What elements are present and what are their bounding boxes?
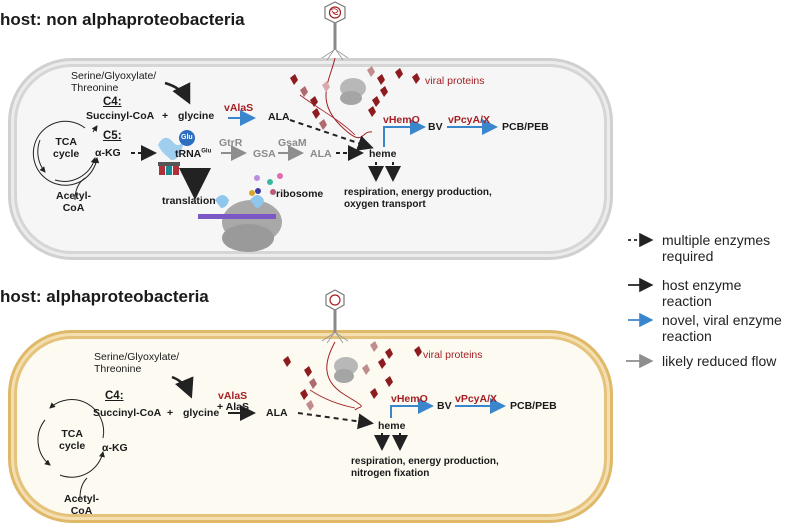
viral-protein-icon	[370, 341, 378, 352]
legend-item-viral: novel, viral enzyme reaction	[662, 312, 782, 344]
ribosome-icon	[198, 173, 283, 252]
viral-protein-icon	[412, 73, 420, 84]
enzyme-valas-label-2: vAlaS	[218, 390, 248, 402]
pathway-arrows-alpha	[37, 375, 506, 499]
enzyme-vpcya-label-2: vPcyA/X	[455, 393, 498, 405]
viral-protein-icon	[319, 119, 327, 130]
translation-label: translation	[162, 195, 216, 207]
legend-item-dashed: multiple enzymes required	[662, 232, 771, 264]
acetyl-coa-label-2: Acetyl- CoA	[64, 493, 100, 517]
enzyme-vhemo-label-2: vHemO	[391, 393, 428, 405]
viral-protein-icon	[380, 86, 388, 97]
viral-protein-icon	[414, 346, 422, 357]
panel-title-alpha: host: alphaproteobacteria	[0, 287, 209, 306]
viral-protein-icon	[322, 81, 330, 92]
viral-proteins-label-2: viral proteins	[423, 349, 483, 361]
viral-proteins-label: viral proteins	[425, 75, 485, 87]
pcb-peb-label-2: PCB/PEB	[510, 400, 557, 412]
c4-label: C4:	[103, 96, 122, 108]
enzyme-gtrr-label: GtrR	[219, 137, 243, 149]
arrow-vhemo	[383, 119, 426, 147]
viral-protein-icon	[310, 96, 318, 107]
legend-item-host: host enzyme reaction	[662, 277, 742, 309]
viral-protein-icon	[377, 74, 385, 85]
legend-arrows	[626, 232, 654, 369]
enzyme-vhemo-label: vHemO	[383, 114, 420, 126]
bv-label: BV	[428, 121, 443, 133]
ala-label-2: ALA	[266, 407, 288, 419]
viral-protein-icon	[300, 86, 308, 97]
plus-sign: +	[162, 110, 169, 122]
akg-label: α-KG	[95, 147, 121, 159]
ribosome-label: ribosome	[276, 188, 324, 200]
substrates-label-2: Serine/Glyoxylate/ Threonine	[94, 351, 180, 375]
viral-protein-icon	[306, 400, 314, 411]
bv-label-2: BV	[437, 400, 452, 412]
viral-protein-icon	[367, 66, 375, 77]
plus-sign-2: +	[167, 407, 174, 419]
viral-protein-icon	[309, 378, 317, 389]
akg-label-2: α-KG	[102, 442, 128, 454]
pathway-arrows-non-alpha	[32, 81, 498, 201]
gsa-label: GSA	[253, 148, 276, 160]
arrow-serine-to-glycine-2	[171, 375, 194, 399]
enzyme-alas-label: + AlaS	[217, 401, 250, 413]
succinyl-coa-label-2: Succinyl-CoA	[93, 407, 162, 419]
arrow-ala-to-heme-2	[297, 412, 374, 430]
viral-protein-icon	[385, 376, 393, 387]
viral-protein-icon	[290, 74, 298, 85]
viral-protein-icon	[362, 364, 370, 375]
viral-protein-icons-2	[283, 341, 422, 411]
glu-label: Glu	[181, 134, 193, 141]
heme-label-2: heme	[378, 420, 406, 432]
glycine-label: glycine	[178, 110, 215, 122]
viral-protein-icon	[283, 356, 291, 367]
c5-label: C5:	[103, 130, 122, 142]
viral-protein-icon	[304, 366, 312, 377]
heme-label: heme	[369, 148, 397, 160]
arrow-serine-to-glycine	[164, 81, 191, 105]
viral-protein-icon	[378, 358, 386, 369]
arrow-vhemo-2	[390, 398, 434, 418]
membrane-layers-non-alpha	[8, 58, 613, 260]
outcome-label-2: respiration, energy production, nitrogen…	[351, 456, 499, 479]
glu-icon	[179, 130, 195, 146]
ala2-label: ALA	[310, 148, 332, 160]
trna-icon	[158, 130, 195, 175]
glycine-label-2: glycine	[183, 407, 220, 419]
membrane-layers-alpha	[8, 330, 613, 523]
viral-protein-icon	[300, 389, 308, 400]
outcome-label: respiration, energy production, oxygen t…	[344, 187, 492, 210]
enzyme-vpcya-label: vPcyA/X	[448, 114, 491, 126]
phage-icon-1	[299, 1, 373, 139]
panel-title-non-alpha: host: non alphaproteobacteria	[0, 10, 245, 29]
viral-ribosome-icon-1	[340, 78, 366, 105]
viral-protein-icon	[385, 348, 393, 359]
trna-label: tRNAGlu	[175, 148, 212, 160]
tca-cycle-label-2: TCA cycle	[59, 428, 86, 452]
ala-label: ALA	[268, 111, 290, 123]
pcb-peb-label: PCB/PEB	[502, 121, 549, 133]
enzyme-gsam-label: GsaM	[278, 137, 307, 149]
succinyl-coa-label: Succinyl-CoA	[86, 110, 155, 122]
enzyme-valas-label: vAlaS	[224, 102, 254, 114]
viral-protein-icon	[395, 68, 403, 79]
viral-protein-icon	[368, 106, 376, 117]
c4-label-2: C4:	[105, 390, 124, 402]
phage-icon-2	[309, 289, 362, 411]
viral-protein-icon	[370, 388, 378, 399]
tca-cycle-label: TCA cycle	[53, 136, 80, 160]
legend-item-reduced: likely reduced flow	[662, 353, 777, 369]
viral-protein-icons-1	[290, 66, 420, 130]
substrates-label: Serine/Glyoxylate/ Threonine	[71, 70, 157, 94]
viral-protein-icon	[312, 108, 320, 119]
viral-ribosome-icon-2	[334, 357, 358, 383]
acetyl-coa-label: Acetyl- CoA	[56, 190, 92, 214]
viral-protein-icon	[372, 96, 380, 107]
